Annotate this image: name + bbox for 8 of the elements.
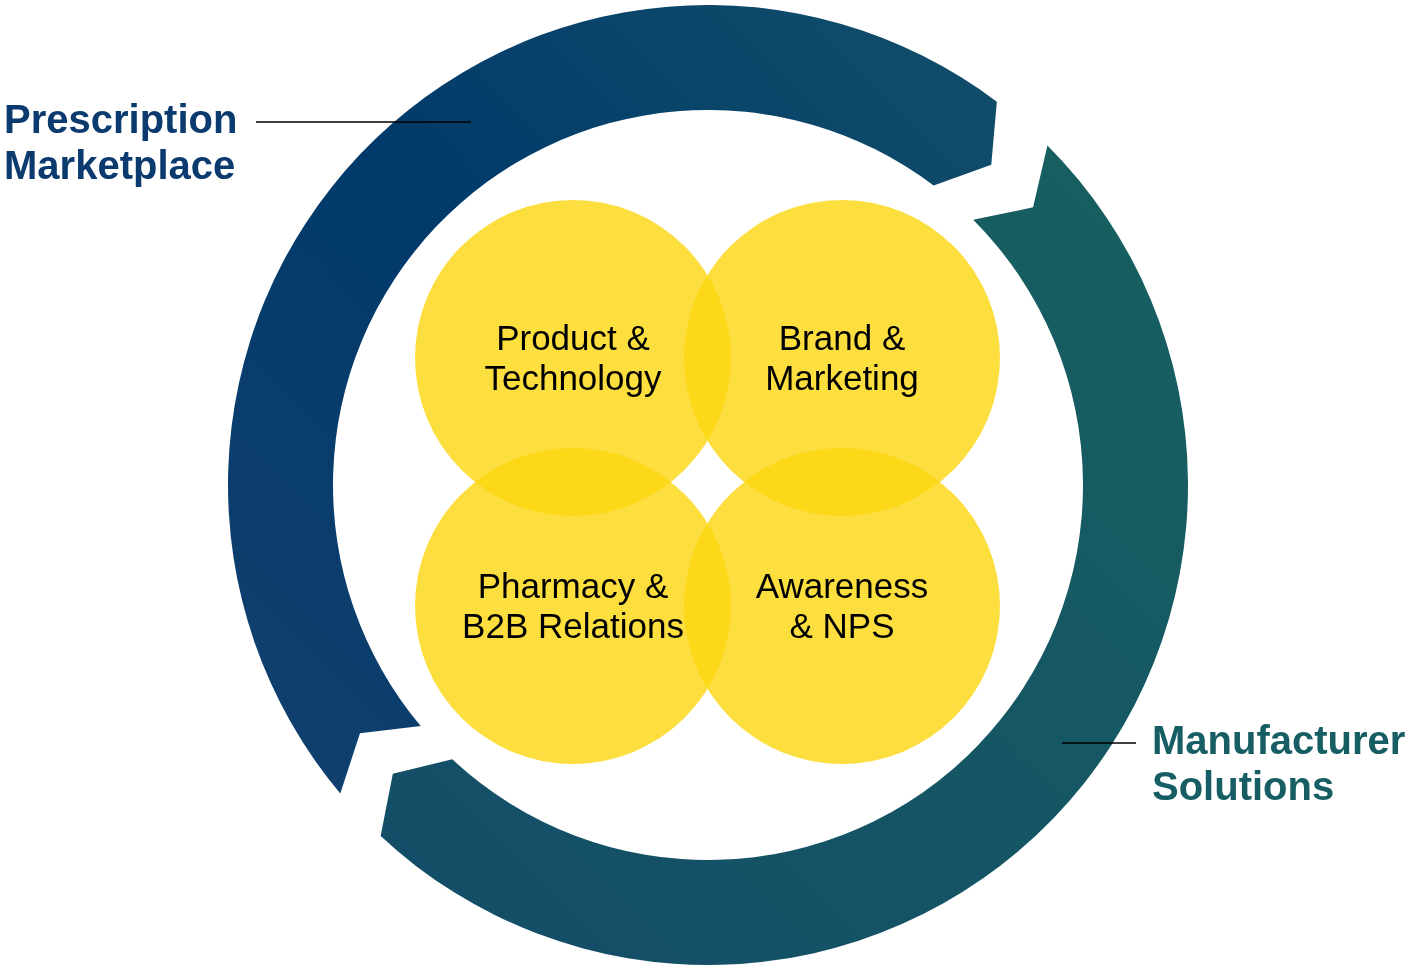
circle-label: Awareness & NPS xyxy=(754,566,930,646)
circle-label: Pharmacy & B2B Relations xyxy=(461,566,685,646)
section-label: Manufacturer Solutions xyxy=(1152,717,1407,809)
circle-label: Brand & Marketing xyxy=(764,318,920,398)
section-label: Prescription Marketplace xyxy=(4,96,239,188)
leader-line xyxy=(1061,742,1137,744)
leader-line xyxy=(255,121,472,123)
circle-label: Product & Technology xyxy=(483,318,663,398)
